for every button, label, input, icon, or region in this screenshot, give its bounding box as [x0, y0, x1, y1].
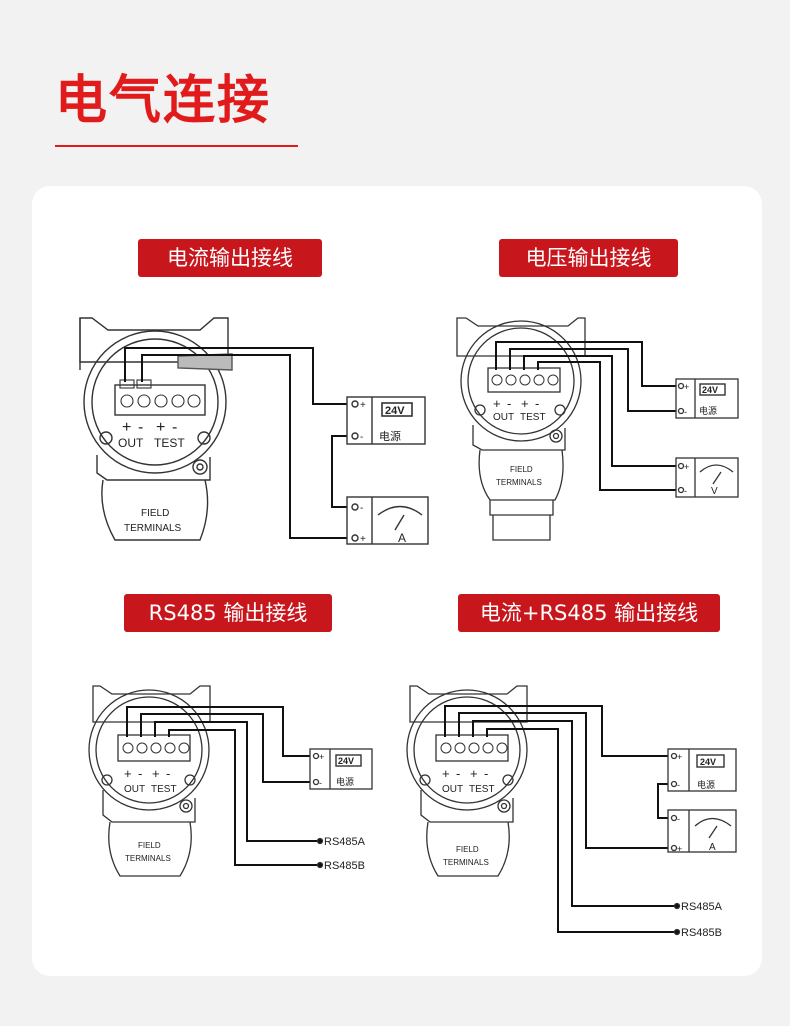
badge-current-output: 电流输出接线 — [138, 239, 322, 277]
svg-text:-: - — [138, 419, 143, 436]
svg-text:-: - — [684, 486, 687, 496]
svg-text:+: + — [677, 844, 682, 854]
svg-text:-: - — [172, 419, 177, 436]
supply-voltage: 24V — [385, 405, 405, 417]
diagram-voltage-output-labels: + - + - OUT TEST FIELD TERMINALS + - 24V… — [493, 382, 718, 497]
svg-text:-: - — [138, 766, 142, 781]
svg-text:+: + — [156, 419, 165, 436]
svg-text:RS485B: RS485B — [681, 927, 722, 939]
svg-text:+: + — [442, 766, 450, 781]
svg-text:+: + — [677, 752, 682, 762]
svg-text:-: - — [507, 396, 511, 411]
svg-text:FIELD: FIELD — [510, 465, 533, 474]
svg-text:电源: 电源 — [336, 776, 354, 787]
badge-current-rs485-output: 电流+RS485 输出接线 — [458, 594, 720, 632]
diagram-voltage-output — [456, 317, 739, 541]
svg-text:FIELD: FIELD — [138, 841, 161, 850]
svg-text:TEST: TEST — [469, 784, 495, 795]
svg-text:OUT: OUT — [124, 784, 145, 795]
svg-text:+: + — [521, 396, 529, 411]
power-supply-label: 电源 — [379, 429, 401, 443]
svg-text:+: + — [319, 752, 324, 762]
svg-text:电源: 电源 — [699, 405, 717, 416]
svg-text:OUT: OUT — [493, 412, 514, 423]
page-title: 电气连接 — [55, 71, 272, 131]
svg-text:RS485A: RS485A — [681, 901, 723, 913]
ammeter-unit: A — [398, 531, 406, 545]
svg-text:+: + — [470, 766, 478, 781]
svg-text:OUT: OUT — [442, 784, 463, 795]
svg-text:-: - — [360, 503, 363, 514]
svg-text:-: - — [456, 766, 460, 781]
svg-text:A: A — [709, 842, 716, 853]
badge-rs485-output: RS485 输出接线 — [124, 594, 332, 632]
svg-text:+: + — [152, 766, 160, 781]
rs485a-label: RS485A — [324, 836, 366, 848]
svg-text:-: - — [684, 407, 687, 417]
svg-text:24V: 24V — [702, 385, 718, 395]
svg-text:+: + — [684, 462, 689, 472]
diagram-current-output — [79, 317, 429, 545]
rs485b-label: RS485B — [324, 860, 365, 872]
svg-text:TEST: TEST — [151, 784, 177, 795]
svg-text:TERMINALS: TERMINALS — [496, 478, 542, 487]
diagram-rs485-output-labels: + - + - OUT TEST FIELD TERMINALS + - 24V… — [124, 752, 366, 872]
svg-text:+: + — [360, 400, 366, 411]
out-label: OUT — [118, 436, 144, 450]
svg-text:+: + — [124, 766, 132, 781]
svg-text:TEST: TEST — [520, 412, 546, 423]
test-label: TEST — [154, 436, 185, 450]
svg-text:-: - — [360, 432, 363, 443]
field-label: FIELD — [141, 508, 169, 519]
svg-text:TERMINALS: TERMINALS — [443, 858, 489, 867]
svg-text:-: - — [535, 396, 539, 411]
voltmeter-unit: V — [711, 486, 718, 497]
title-underline — [55, 145, 298, 147]
terminal-plus: + — [122, 419, 131, 436]
diagram-card — [32, 186, 762, 976]
svg-text:24V: 24V — [700, 757, 716, 767]
diagram-rs485-output — [88, 685, 373, 877]
svg-text:+: + — [493, 396, 501, 411]
diagram-current-output-labels: + - + - OUT TEST FIELD TERMINALS + - 24V… — [118, 400, 406, 545]
badge-voltage-output: 电压输出接线 — [499, 239, 678, 277]
svg-text:TERMINALS: TERMINALS — [125, 854, 171, 863]
svg-text:电源: 电源 — [697, 779, 715, 790]
terminals-label: TERMINALS — [124, 523, 182, 534]
svg-text:+: + — [360, 534, 366, 545]
svg-text:-: - — [677, 814, 680, 824]
svg-text:FIELD: FIELD — [456, 845, 479, 854]
svg-text:-: - — [677, 780, 680, 790]
diagram-current-rs485-output — [406, 685, 737, 936]
diagram-current-rs485-output-labels: + - + - OUT TEST FIELD TERMINALS + - 24V… — [442, 752, 723, 939]
svg-text:-: - — [166, 766, 170, 781]
svg-text:24V: 24V — [338, 756, 354, 766]
svg-text:+: + — [684, 382, 689, 392]
svg-text:-: - — [484, 766, 488, 781]
svg-text:-: - — [319, 778, 322, 788]
